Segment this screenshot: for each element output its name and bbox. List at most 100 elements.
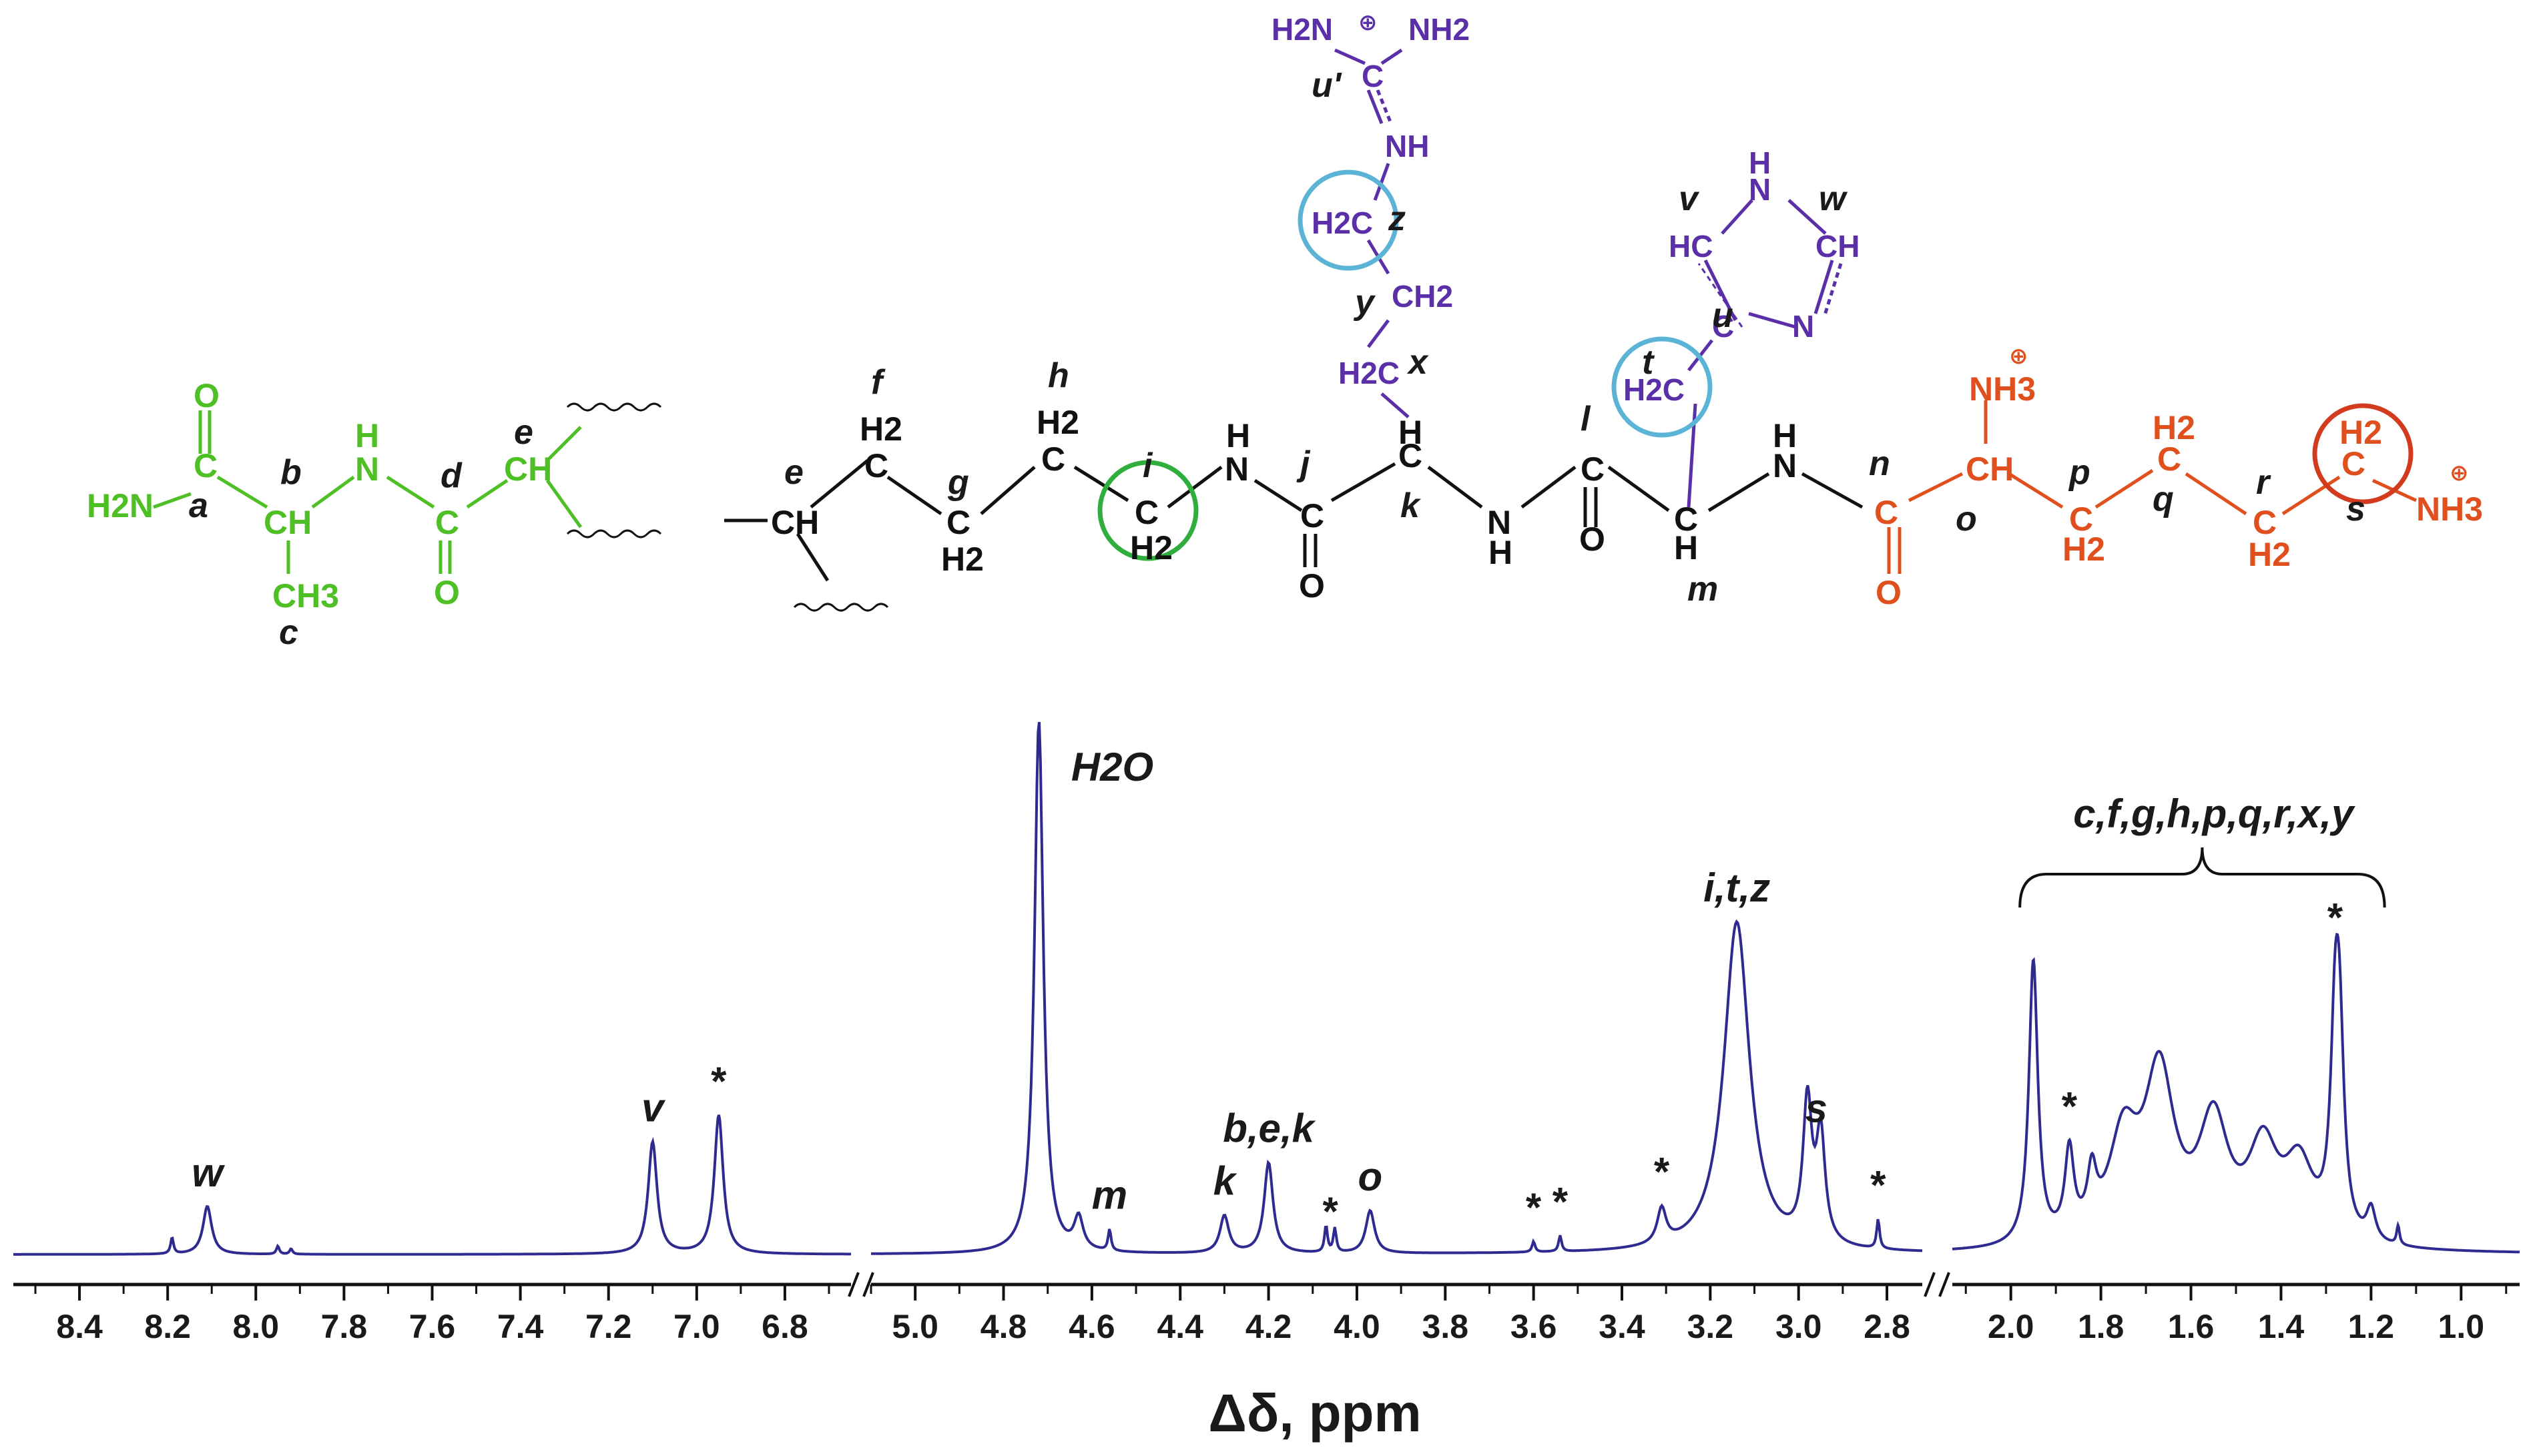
tick-label-1-5: 4.0 [1334,1308,1380,1345]
peak-label-1: v [641,1086,666,1130]
green-atom-5: H [355,417,379,454]
black-label-0: e [784,453,804,492]
green-atom-4: CH3 [272,577,339,615]
orange-label-2: p [2068,453,2090,492]
orange-atom-13: NH3 [2416,490,2483,528]
cyan-highlight-circle-z [1298,169,1399,271]
purple-label-5: w [1819,179,1848,218]
green-atom-9: CH [504,450,552,488]
tick-label-1-8: 3.4 [1599,1308,1645,1345]
tick-label-0-8: 6.8 [762,1308,808,1345]
black-atom-5: C [1041,440,1065,478]
black-atom-19: C [1674,500,1698,538]
black-atom-15: N [1487,504,1511,541]
purple-label-6: u [1712,296,1733,335]
purple-atom-3: C [1362,59,1384,93]
green-label-2: c [279,613,298,652]
axis-break-mark [848,1272,860,1297]
black-atom-3: C [946,504,970,541]
peak-label-3: H2O [1071,745,1153,789]
black-label-4: i [1143,446,1153,485]
green-atom-3: CH [264,504,312,541]
tick-label-2-5: 1.0 [2438,1308,2485,1345]
peak-label-9: * [1526,1185,1542,1230]
orange-atom-10: H2 [2248,536,2291,573]
tick-label-1-3: 4.4 [1157,1308,1203,1345]
black-atom-6: H2 [1037,404,1079,441]
peak-label-15: * [2062,1084,2078,1128]
black-atom-0: CH [771,504,819,541]
green-label-1: b [280,453,302,492]
tick-label-1-1: 4.8 [980,1308,1027,1345]
orange-bonds [1887,400,2418,574]
purple-atom-5: H2C [1312,206,1373,240]
purple-atom-14: H2C [1623,372,1685,407]
black-atom-2: H2 [860,410,902,448]
axis-break-mark [1938,1272,1950,1297]
black-atom-1: C [864,447,888,484]
tick-label-1-7: 3.6 [1510,1308,1557,1345]
orange-atom-0: C [1874,494,1898,531]
purple-atom-9: N [1749,172,1771,207]
green-atoms: O C H2N CH CH3 H N C O CH [87,377,552,615]
black-label-6: k [1400,486,1422,525]
tick-label-1-10: 3.0 [1775,1308,1822,1345]
black-atom-22: N [1773,447,1797,484]
green-label-0: a [189,486,208,525]
peak-label-16: * [2327,895,2343,940]
black-atom-8: H2 [1130,529,1173,567]
orange-atom-6: H2 [2062,530,2105,568]
purple-atom-11: CH [1815,229,1860,264]
orange-atom-1: O [1876,574,1902,611]
purple-atom-4: NH [1385,129,1429,163]
green-atom-1: C [194,447,218,484]
black-atom-21: H [1773,417,1797,454]
black-atom-11: C [1300,497,1324,534]
orange-atom-3: ⊕ [2009,344,2028,369]
green-bonds [153,410,583,574]
orange-atom-9: C [2253,504,2277,541]
orange-atom-14: ⊕ [2450,460,2469,486]
orange-atoms: C O NH3 ⊕ CH C H2 C H2 C H2 H2 C NH3 ⊕ [1874,344,2483,611]
purple-atom-7: H2C [1338,356,1400,390]
green-atom-7: C [435,504,459,541]
peak-label-13: s [1805,1086,1827,1131]
green-labels: a b c d e [189,413,533,652]
black-labels: e f g h i j k l m [784,356,1718,609]
orange-atom-12: C [2341,445,2365,482]
black-atoms: CH C H2 C H2 C H2 C H2 H N C O C H N H C… [771,404,1797,605]
peak-label-7: * [1323,1189,1339,1234]
purple-label-2: y [1353,283,1376,322]
purple-label-0: u' [1312,66,1342,105]
green-label-3: d [441,456,463,495]
tick-label-1-6: 3.8 [1422,1308,1469,1345]
tick-label-0-7: 7.0 [673,1308,720,1345]
green-atom-6: N [355,450,379,488]
spectrum-trace-2 [1952,932,2520,1254]
peak-label-2: * [711,1059,727,1104]
purple-atom-13: N [1792,309,1814,344]
tick-label-1-9: 3.2 [1687,1308,1734,1345]
purple-label-4: v [1679,179,1700,218]
black-label-2: g [947,463,969,502]
peak-label-17: c,f,g,h,p,q,r,x,y [2073,791,2355,836]
tick-label-0-1: 8.2 [144,1308,191,1345]
purple-atom-1: ⊕ [1358,10,1378,35]
black-backbone: CH C H2 C H2 C H2 C H2 H N C O C H N H C… [724,356,1864,612]
black-atom-7: C [1135,494,1159,531]
tick-label-2-1: 1.8 [2078,1308,2125,1345]
orange-labels: n o p q r s [1869,444,2365,538]
purple-labels: u' z y x v w u t [1312,66,1848,382]
orange-atom-8: H2 [2153,409,2195,446]
orange-label-5: s [2346,490,2365,528]
purple-atom-12: C [1712,309,1734,344]
green-atom-2: H2N [87,487,154,524]
tick-label-0-6: 7.2 [585,1308,632,1345]
axis-break-mark [1924,1272,1936,1297]
green-label-4: e [514,413,533,452]
red-highlight-circle [2312,403,2414,504]
orange-label-4: r [2256,463,2271,502]
peak-label-0: w [192,1150,225,1195]
